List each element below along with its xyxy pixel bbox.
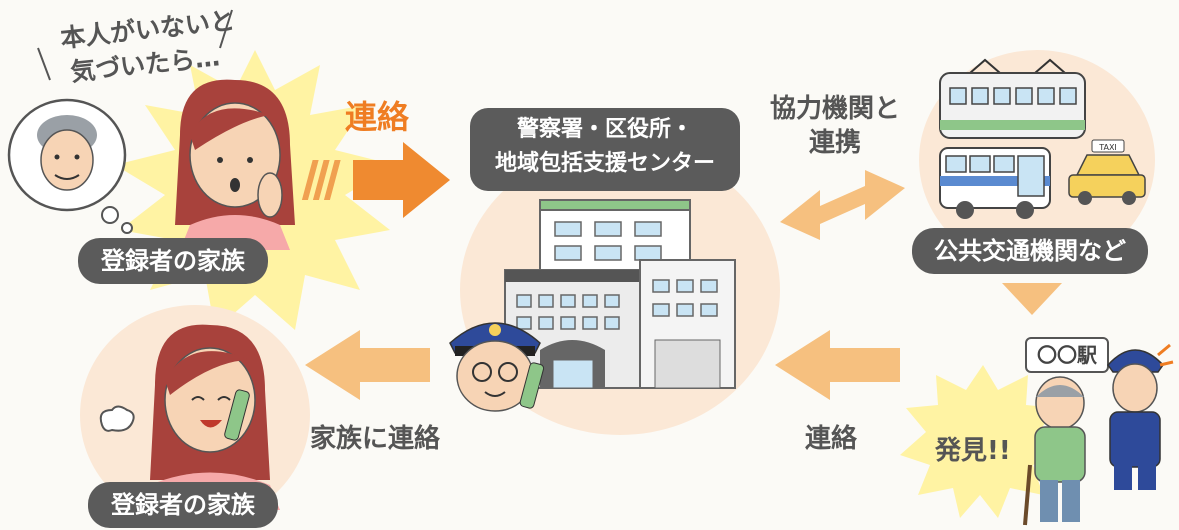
taxi-sign: TAXI — [1098, 143, 1117, 152]
cooperation-line-2: 連携 — [809, 128, 862, 158]
cooperation-double-arrow — [780, 170, 905, 240]
found-burst-shape — [900, 365, 1063, 518]
train-icon — [939, 58, 1086, 139]
family-bottom-label: 登録者の家族 — [88, 482, 278, 528]
station-sign-text: 〇〇駅 — [1037, 343, 1097, 367]
family-contact-label: 家族に連絡 — [310, 424, 441, 454]
return-contact-label: 連絡 — [805, 424, 858, 454]
cooperation-label: 協力機関と 連携 — [770, 92, 900, 160]
thought-slash-lines — [37, 9, 233, 81]
taxi-icon: TAXI — [1068, 139, 1146, 205]
station-staff-icon — [1107, 343, 1174, 490]
worried-woman-icon — [175, 79, 295, 250]
orange-right-arrow — [301, 142, 450, 218]
cooperation-line-1: 協力機関と — [770, 94, 901, 124]
speech-puff-icon — [99, 405, 135, 432]
contact-arrow-label: 連絡 — [345, 98, 410, 136]
family-top-label: 登録者の家族 — [78, 238, 268, 284]
orange-left-arrow-family — [305, 330, 430, 400]
center-title-line-2: 地域包括支援センター — [494, 151, 715, 176]
center-title-pill: 警察署・区役所・ 地域包括支援センター — [470, 108, 740, 191]
transport-label: 公共交通機関など — [912, 228, 1148, 274]
elderly-man-with-cane-icon — [1023, 376, 1086, 526]
found-label: 発見!! — [935, 436, 1011, 466]
orange-left-arrow-return — [775, 330, 900, 400]
orange-down-arrow — [1002, 283, 1062, 315]
center-title-line-1: 警察署・区役所・ — [516, 117, 693, 142]
station-sign: 〇〇駅 — [1025, 337, 1109, 373]
thought-bubble-elderly-icon — [7, 98, 133, 234]
government-buildings-icon — [504, 199, 736, 389]
bus-icon — [939, 147, 1051, 219]
police-officer-icon — [449, 322, 545, 412]
